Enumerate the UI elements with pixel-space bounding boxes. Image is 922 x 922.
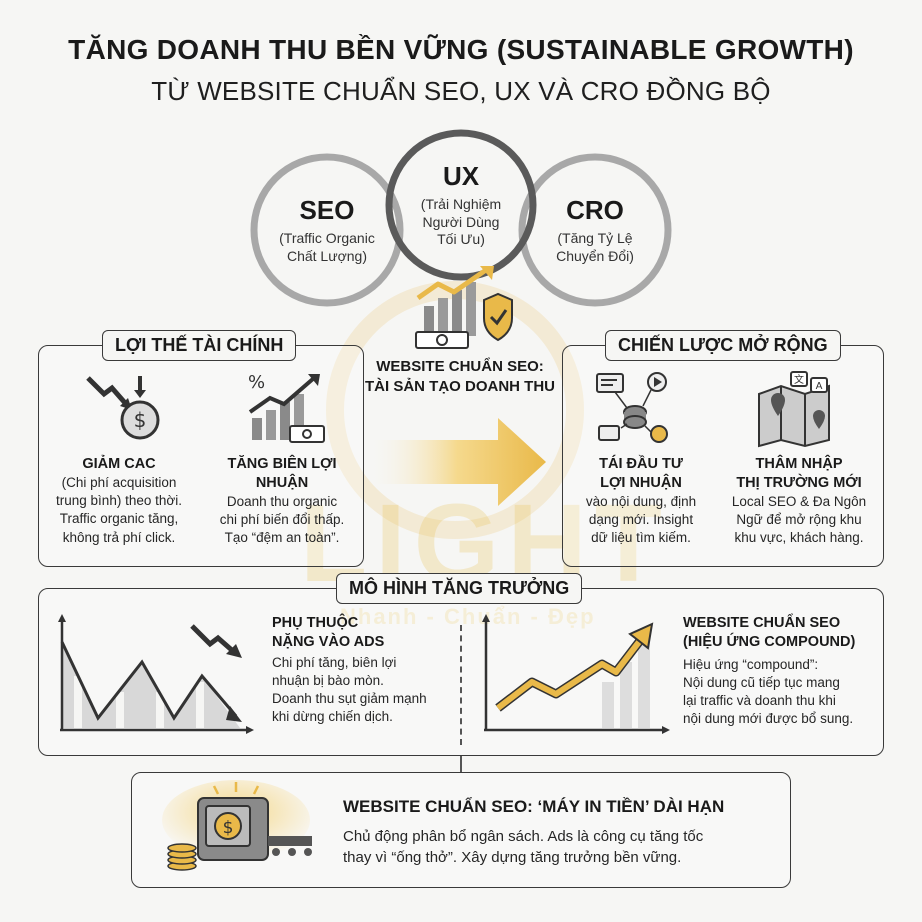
growth-chart-icon xyxy=(415,266,513,349)
market-text: Local SEO & Đa Ngôn Ngữ để mở rộng khu k… xyxy=(731,493,867,546)
market-block: THÂM NHẬP THỊ TRƯỜNG MỚI Local SEO & Đa … xyxy=(718,455,880,547)
ux-desc: (Trải Nghiệm Người Dùng Tối Ưu) xyxy=(420,196,502,248)
margin-block: TĂNG BIÊN LỢI NHUẬN Doanh thu organic ch… xyxy=(204,455,360,547)
content-network-icon xyxy=(596,372,668,443)
ux-label: UX xyxy=(442,161,480,192)
page-title: TĂNG DOANH THU BỀN VỮNG (SUSTAINABLE GRO… xyxy=(68,34,854,65)
cac-block: GIẢM CAC (Chi phí acquisition trung bình… xyxy=(44,455,194,547)
seo-desc: (Traffic Organic Chất Lượng) xyxy=(279,230,375,264)
margin-text: Doanh thu organic chi phí biến đổi thấp.… xyxy=(219,493,345,546)
seo-compound-chart-icon xyxy=(482,614,670,734)
seo-compound-title: WEBSITE CHUẨN SEO (HIỆU ỨNG COMPOUND) xyxy=(683,615,856,650)
ads-volatile-chart-icon xyxy=(58,614,254,734)
ads-block: PHỤ THUỘC NẶNG VÀO ADS Chi phí tăng, biê… xyxy=(272,614,457,727)
ads-text: Chi phí tăng, biên lợi nhuận bị bào mòn.… xyxy=(272,654,427,725)
reinvest-title: TÁI ĐẦU TƯ LỢI NHUẬN xyxy=(599,456,683,491)
growth-tag: MÔ HÌNH TĂNG TRƯỞNG xyxy=(336,573,583,604)
circle-ux: UX (Trải Nghiệm Người Dùng Tối Ưu) xyxy=(396,145,526,265)
svg-text:$: $ xyxy=(223,818,234,838)
growth-divider xyxy=(460,625,462,745)
seo-compound-text: Hiệu ứng “compound”: Nội dung cũ tiếp tụ… xyxy=(683,656,854,727)
reinvest-block: TÁI ĐẦU TƯ LỢI NHUẬN vào nội dung, định … xyxy=(566,455,716,547)
svg-text:%: % xyxy=(248,372,265,393)
page-subtitle: TỪ WEBSITE CHUẨN SEO, UX VÀ CRO ĐỒNG BỘ xyxy=(151,76,771,106)
reinvest-text: vào nội dung, định dạng mới. Insight dữ … xyxy=(585,493,697,546)
bottom-block: WEBSITE CHUẨN SEO: ‘MÁY IN TIỀN’ DÀI HẠN… xyxy=(343,796,783,868)
cro-label: CRO xyxy=(566,195,624,225)
cro-desc: (Tăng Tỷ Lệ Chuyển Đổi) xyxy=(556,230,634,264)
money-printer-icon: $ xyxy=(162,780,312,871)
svg-text:A: A xyxy=(816,381,823,392)
center-caption: WEBSITE CHUẨN SEO: TÀI SẢN TẠO DOANH THU xyxy=(365,358,555,395)
seo-label: SEO xyxy=(299,195,355,225)
bottom-text: Chủ động phân bổ ngân sách. Ads là công … xyxy=(343,828,704,867)
market-title: THÂM NHẬP THỊ TRƯỜNG MỚI xyxy=(736,456,862,491)
venn-rings xyxy=(250,129,672,307)
svg-text:文: 文 xyxy=(794,373,804,386)
ads-title: PHỤ THUỘC NẶNG VÀO ADS xyxy=(272,615,385,650)
flow-arrow-icon xyxy=(368,418,546,506)
connector-line xyxy=(460,756,462,772)
margin-growth-icon: % xyxy=(248,372,325,443)
map-icon: 文 A xyxy=(758,371,830,448)
circle-cro: CRO (Tăng Tỷ Lệ Chuyển Đổi) xyxy=(530,170,660,290)
cac-title: GIẢM CAC xyxy=(82,456,156,472)
circle-seo: SEO (Traffic Organic Chất Lượng) xyxy=(262,170,392,290)
seo-compound-block: WEBSITE CHUẨN SEO (HIỆU ỨNG COMPOUND) Hi… xyxy=(683,614,881,729)
down-trend-coin-icon: $ xyxy=(86,376,160,440)
margin-title: TĂNG BIÊN LỢI NHUẬN xyxy=(227,456,337,491)
financial-tag: LỢI THẾ TÀI CHÍNH xyxy=(102,330,297,361)
cac-text: (Chi phí acquisition trung bình) theo th… xyxy=(56,474,182,545)
bottom-title: WEBSITE CHUẨN SEO: ‘MÁY IN TIỀN’ DÀI HẠN xyxy=(343,797,725,816)
strategy-tag: CHIẾN LƯỢC MỞ RỘNG xyxy=(605,330,841,361)
svg-text:$: $ xyxy=(134,408,147,432)
